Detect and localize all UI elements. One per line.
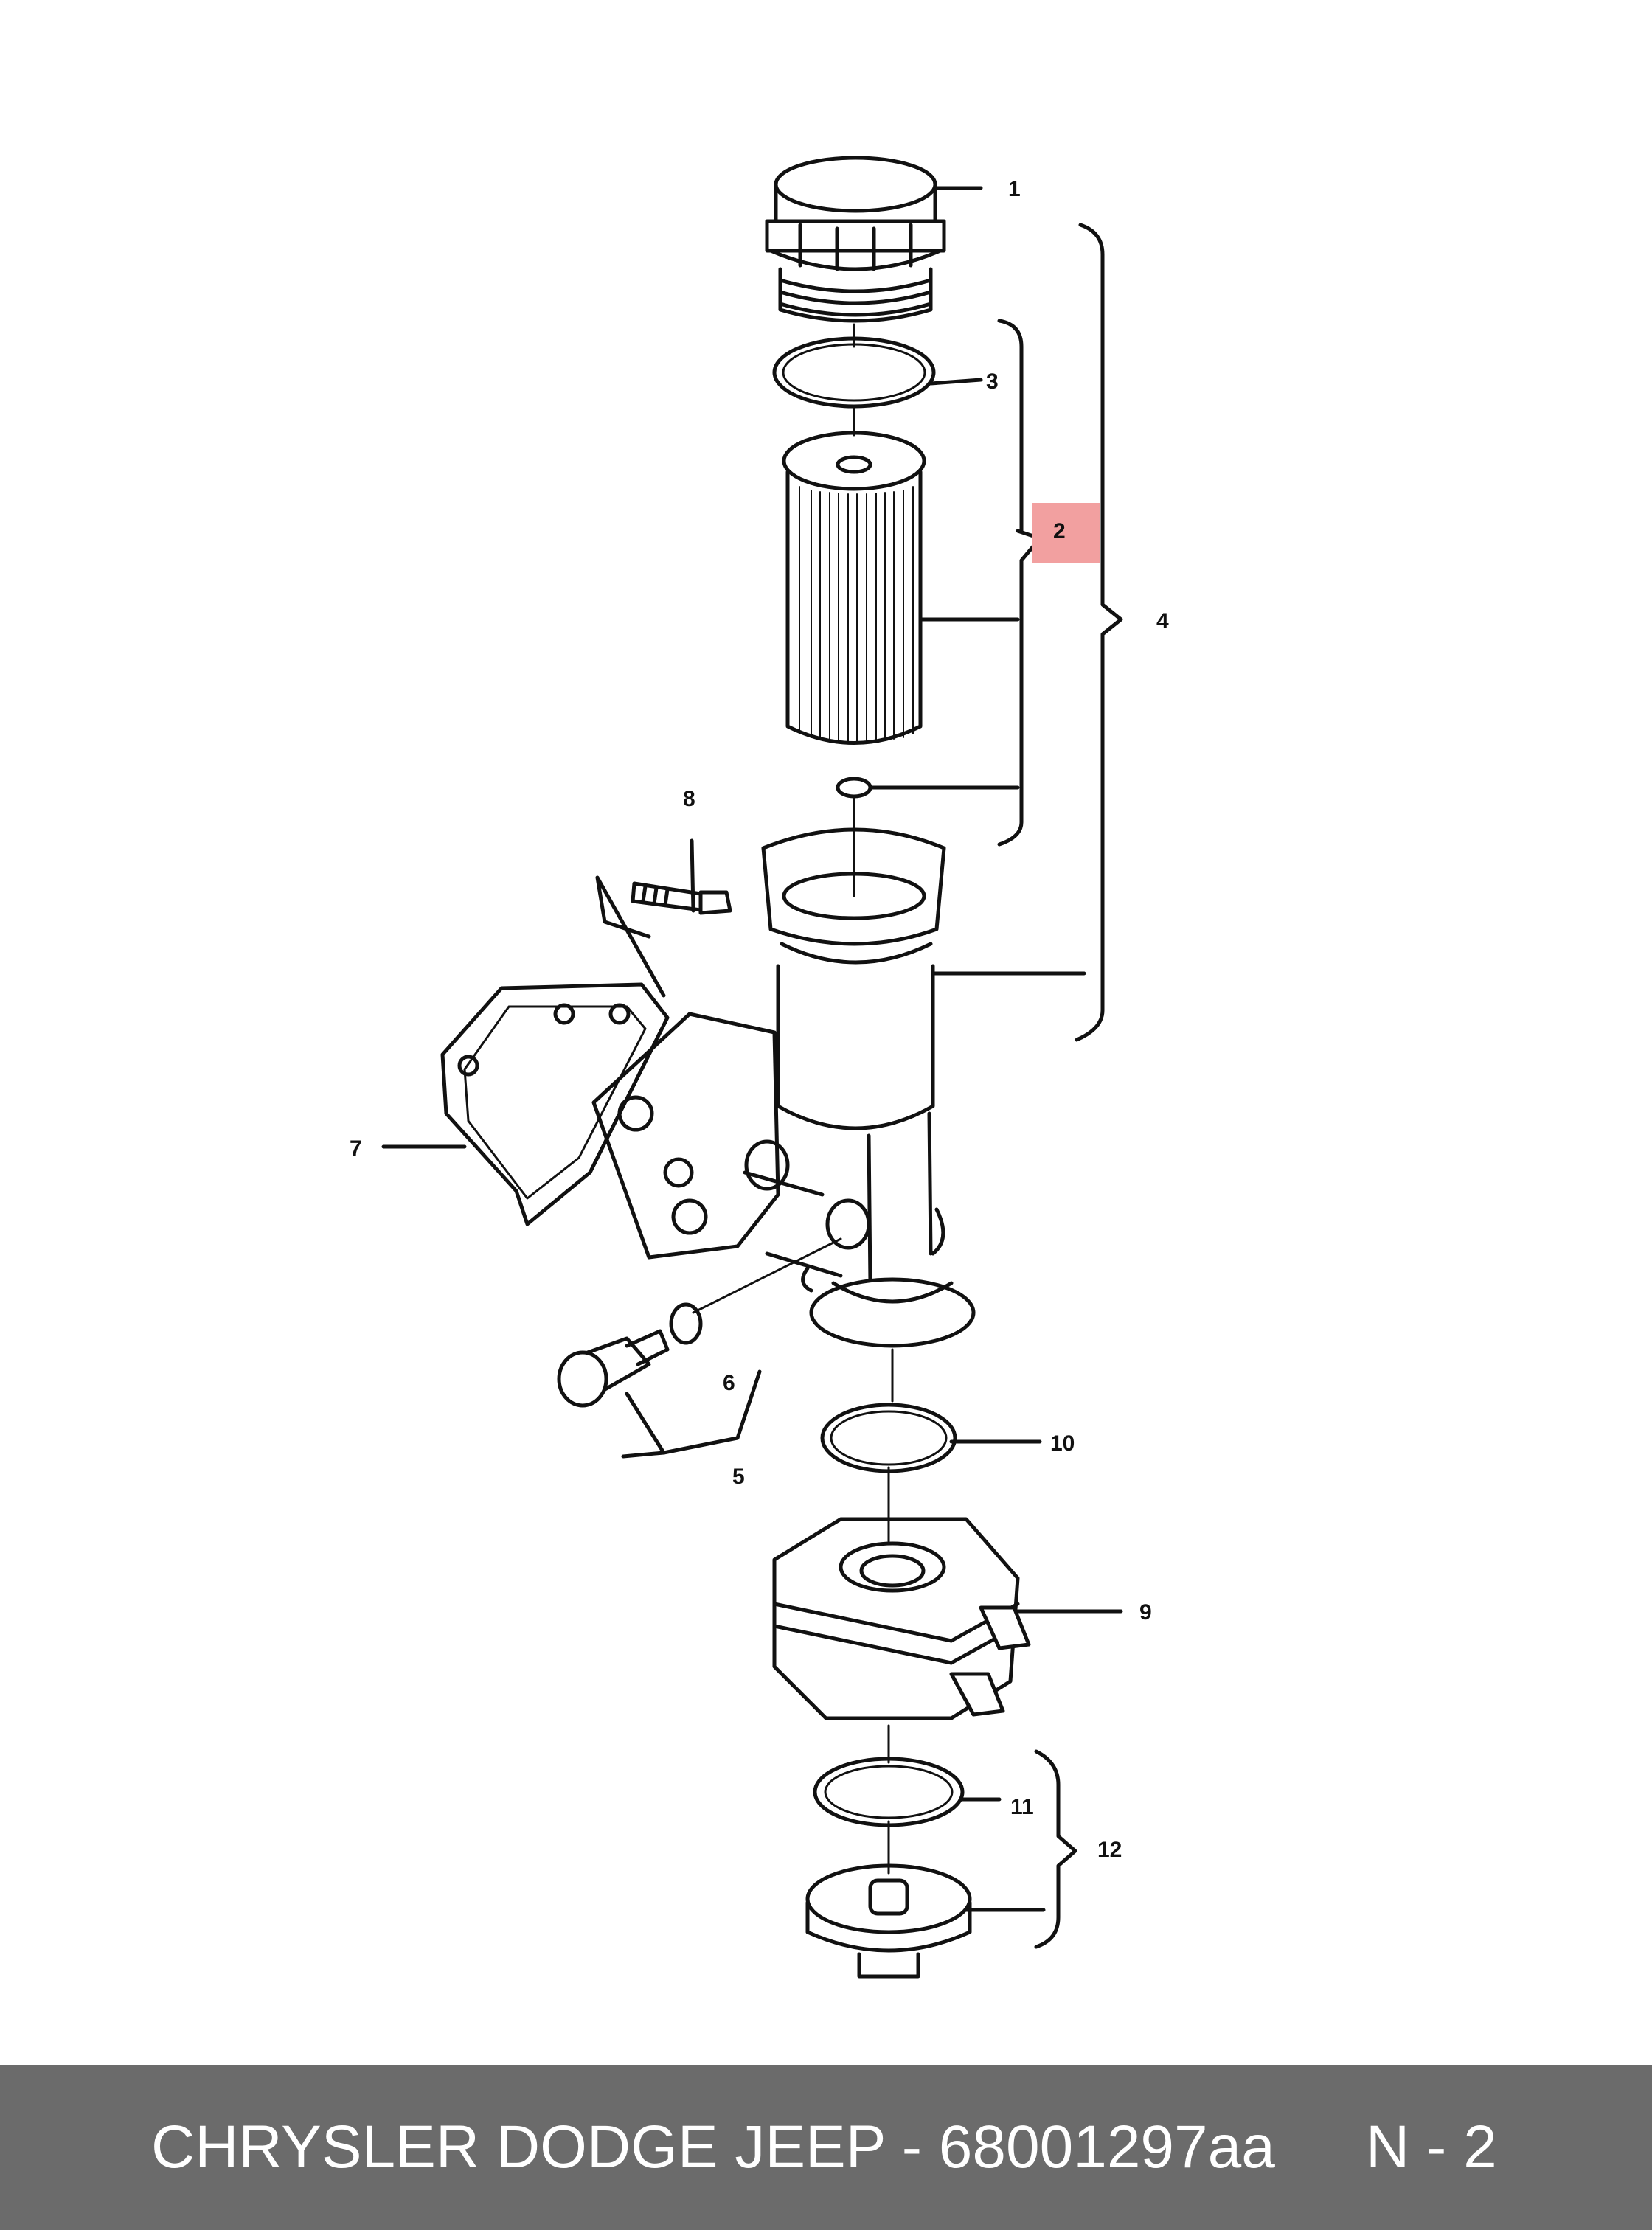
callout-7: 7 (350, 1136, 362, 1161)
sensor-part (557, 1302, 762, 1459)
filter-element-part (782, 431, 926, 745)
highlight-box (1032, 503, 1100, 563)
callout-5: 5 (732, 1465, 745, 1489)
callout-2: 2 (1053, 519, 1066, 543)
caption-title: CHRYSLER DODGE JEEP - 68001297aa (151, 2113, 1275, 2181)
callout-8: 8 (683, 787, 695, 811)
lower-cover-part (805, 1863, 972, 1979)
small-seal-part (836, 777, 872, 799)
caption-bar: CHRYSLER DODGE JEEP - 68001297aa N - 2 (0, 2065, 1652, 2230)
housing-base-part (809, 1277, 976, 1348)
callout-4: 4 (1156, 609, 1169, 633)
filter-housing-part (761, 827, 946, 1293)
bolt-part (595, 875, 732, 998)
callout-1: 1 (1008, 177, 1021, 201)
callout-6: 6 (723, 1371, 735, 1395)
callout-9: 9 (1139, 1600, 1152, 1625)
housing-bracket-part (591, 1012, 945, 1278)
oil-filter-assembly-diagram: 1 2 3 4 5 6 7 8 9 10 11 12 (350, 156, 1169, 1979)
callout-11: 11 (1010, 1795, 1034, 1819)
callout-12: 12 (1097, 1838, 1122, 1862)
callout-3: 3 (986, 369, 999, 394)
lower-seal-ring-part (813, 1757, 965, 1827)
gasket-part (440, 982, 670, 1226)
callout-10: 10 (1050, 1431, 1075, 1456)
oil-cooler-part (772, 1517, 1031, 1720)
cap-o-ring-part (772, 336, 936, 409)
housing-seal-ring-part (820, 1403, 957, 1473)
caption-page-number: N - 2 (1366, 2113, 1497, 2181)
filter-cap-part (765, 156, 946, 323)
